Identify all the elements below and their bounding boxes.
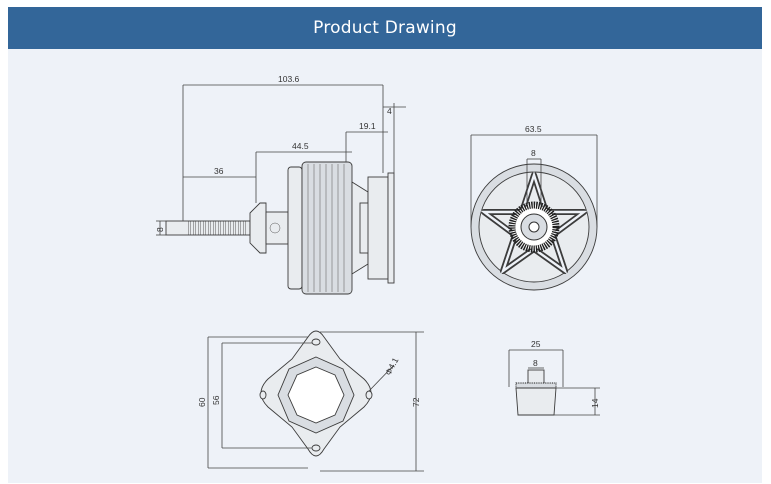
base-width-label: 25	[531, 339, 541, 349]
end-view: 63.5 8	[470, 124, 598, 291]
mount-hole-left	[259, 390, 267, 400]
mount-plate-view: 60 56 72 Φ4.1	[197, 330, 424, 472]
inner-height-label: 56	[211, 395, 221, 405]
adapter-nut	[269, 222, 281, 234]
bell-fins	[307, 164, 345, 292]
technical-drawing: 103.6 4 19.1 44.5 36 8	[155, 74, 600, 472]
shaft-detail-view: 25 8 14	[508, 339, 600, 416]
adapter-neck	[265, 211, 289, 245]
hole-diameter-label: Φ4.1	[383, 356, 401, 377]
side-view-dimensions	[156, 84, 406, 236]
mount-hole-right	[365, 390, 373, 400]
mount-plate-side	[387, 172, 395, 284]
hub-width-label: 8	[531, 148, 536, 158]
bell-offset-label: 19.1	[359, 121, 376, 131]
section-header: Product Drawing	[8, 7, 762, 49]
shaft-width-label: 8	[533, 358, 538, 368]
motor-bell	[301, 161, 353, 295]
mount-thickness-label: 4	[387, 106, 392, 116]
mount-plate-opening	[287, 366, 345, 424]
end-view-dimensions	[470, 134, 598, 227]
shaft-center	[528, 221, 540, 233]
mount-plate-dimensions	[207, 331, 424, 472]
section-title: Product Drawing	[313, 18, 457, 38]
shaft-detail-dimensions	[508, 349, 600, 416]
shaft-diameter-label: 8	[155, 227, 165, 232]
outer-height-label: 60	[197, 397, 207, 407]
stator-mount	[367, 176, 389, 280]
shaft-length-label: 36	[214, 166, 224, 176]
end-diameter-label: 63.5	[525, 124, 542, 134]
bell-cap	[287, 166, 303, 290]
motor-length-label: 44.5	[292, 141, 309, 151]
detail-shaft	[527, 369, 545, 385]
prop-adapter	[249, 202, 267, 254]
mount-hole-top	[311, 338, 321, 346]
total-height-label: 72	[411, 397, 421, 407]
detail-base	[515, 387, 557, 416]
detail-teeth	[515, 382, 557, 389]
mount-hole-bottom	[311, 444, 321, 452]
product-drawing-panel: Product Drawing	[8, 7, 762, 483]
overall-length-label: 103.6	[278, 74, 300, 84]
side-view: 103.6 4 19.1 44.5 36 8	[155, 74, 406, 295]
shaft-thread	[186, 221, 248, 235]
detail-height-label: 14	[590, 398, 600, 408]
